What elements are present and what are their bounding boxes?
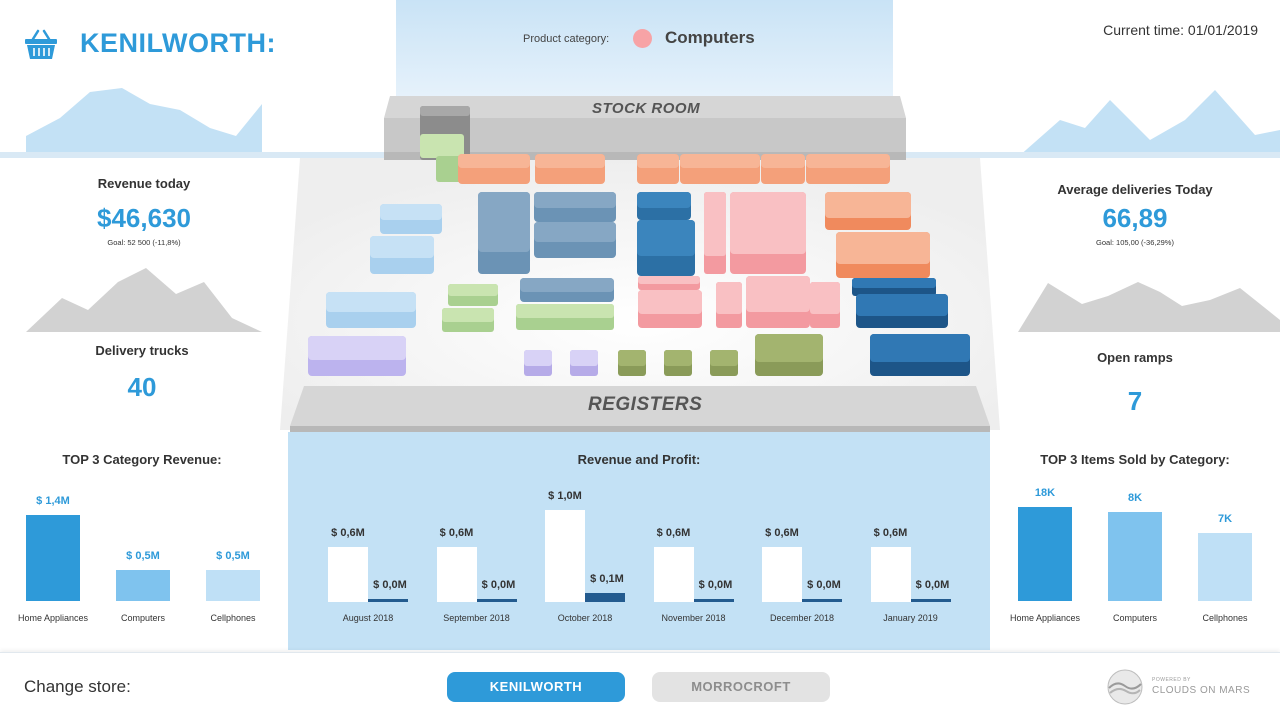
revenue-profit-title: Revenue and Profit:	[577, 452, 701, 467]
change-store-label: Change store:	[24, 677, 131, 696]
store-map	[290, 96, 990, 434]
product-category-label: Product category:	[523, 33, 610, 45]
month-label: October 2018	[557, 613, 613, 623]
shelf-small-cubes	[524, 334, 823, 376]
stockroom-wall-top	[384, 96, 906, 118]
mountain-left-top	[26, 88, 262, 157]
month-label: January 2019	[883, 613, 938, 623]
profit-bar	[585, 593, 625, 602]
profit-bar	[476, 599, 517, 602]
mountain-right-top	[1018, 90, 1280, 157]
bar	[1198, 533, 1252, 601]
revenue-value-label: $ 0,6M	[439, 527, 474, 539]
powered-by-small: POWERED BY	[1152, 677, 1191, 683]
store-title: KENILWORTH:	[80, 28, 276, 58]
registers-counter	[290, 386, 990, 426]
shelf-darkblue-right	[852, 278, 970, 376]
revenue-bar	[762, 547, 802, 602]
revenue-bar	[545, 510, 585, 602]
store-button-kenilworth[interactable]: KENILWORTH	[447, 672, 625, 702]
avg-deliveries-value: 66,89	[1102, 203, 1168, 233]
product-category-value[interactable]: Computers	[665, 28, 755, 47]
top3-revenue-title: TOP 3 Category Revenue:	[62, 452, 222, 467]
month-label: August 2018	[342, 613, 394, 623]
delivery-trucks-value: 40	[127, 372, 157, 402]
revenue-today-value: $46,630	[97, 203, 191, 233]
footer-bar	[0, 652, 1280, 720]
shelf-salmon-right	[825, 192, 930, 278]
revenue-bar	[870, 547, 911, 602]
shelf-pink	[638, 192, 840, 328]
open-ramps-value: 7	[1127, 386, 1143, 416]
revenue-value-label: $ 0,6M	[873, 527, 908, 539]
bar-category-label: Computers	[1112, 613, 1157, 623]
profit-value-label: $ 0,1M	[590, 573, 624, 585]
bar	[116, 570, 170, 601]
revenue-bar	[436, 547, 477, 602]
bar	[1108, 512, 1162, 601]
profit-bar	[368, 599, 408, 602]
profit-bar	[910, 599, 951, 602]
profit-bar	[693, 599, 734, 602]
bar-category-label: Home Appliances	[1009, 613, 1081, 623]
profit-value-label: $ 0,0M	[807, 579, 841, 591]
revenue-value-label: $ 0,6M	[656, 527, 691, 539]
shelf-lightblue-left	[326, 204, 442, 328]
bar-category-label: Computers	[120, 613, 165, 623]
shelf-green-middle	[442, 284, 614, 332]
category-color-dot	[633, 29, 652, 48]
shelf-salmon-top	[458, 154, 890, 184]
bar-value-label: 7K	[1217, 513, 1233, 525]
bar-value-label: 8K	[1127, 492, 1143, 504]
revenue-bar	[328, 547, 368, 602]
revenue-value-label: $ 0,6M	[765, 527, 799, 539]
shelf-blue-center	[637, 192, 695, 276]
bar-value-label: $ 0,5M	[216, 550, 250, 562]
registers-label: REGISTERS	[588, 394, 703, 415]
delivery-trucks-label: Delivery trucks	[95, 343, 189, 358]
powered-by-logo: POWERED BY CLOUDS ON MARS	[1105, 668, 1255, 706]
revenue-goal: Goal: 52 500 (-11,8%)	[107, 238, 181, 247]
month-label: December 2018	[769, 613, 835, 623]
bar-value-label: $ 1,4M	[36, 495, 70, 507]
month-label: September 2018	[443, 613, 510, 623]
bar-value-label: 18K	[1034, 487, 1056, 499]
open-ramps-label: Open ramps	[1097, 350, 1173, 365]
powered-by-brand: CLOUDS ON MARS	[1152, 685, 1251, 696]
bar	[1018, 507, 1072, 601]
profit-value-label: $ 0,0M	[698, 579, 733, 591]
store-button-morrocroft[interactable]: MORROCROFT	[652, 672, 830, 702]
mountain-left-grey	[26, 268, 262, 332]
revenue-profit-panel	[288, 432, 990, 650]
stockroom-light	[396, 0, 893, 100]
profit-value-label: $ 0,0M	[373, 579, 407, 591]
revenue-today-label: Revenue today	[97, 176, 191, 191]
bar-category-label: Cellphones	[1202, 613, 1248, 623]
revenue-value-label: $ 1,0M	[548, 490, 582, 502]
shelf-green-l	[420, 134, 464, 158]
month-label: November 2018	[661, 613, 726, 623]
bar-value-label: $ 0,5M	[126, 550, 160, 562]
bar-category-label: Home Appliances	[17, 613, 89, 623]
shelf-steelblue	[478, 192, 616, 302]
revenue-bar	[653, 547, 694, 602]
avg-deliveries-label: Average deliveries Today	[1057, 182, 1213, 197]
clouds-on-mars-icon	[1107, 669, 1143, 705]
bar	[26, 515, 80, 601]
mountain-right-grey	[1018, 282, 1280, 332]
profit-value-label: $ 0,0M	[915, 579, 950, 591]
profit-bar	[802, 599, 842, 602]
current-time: Current time: 01/01/2019	[1103, 22, 1258, 38]
stockroom-label: STOCK ROOM	[592, 100, 701, 117]
bar-category-label: Cellphones	[210, 613, 256, 623]
basket-icon	[25, 29, 57, 59]
deliveries-goal: Goal: 105,00 (-36,29%)	[1096, 238, 1174, 247]
top3-items-title: TOP 3 Items Sold by Category:	[1040, 452, 1230, 467]
bar	[206, 570, 260, 601]
revenue-value-label: $ 0,6M	[331, 527, 365, 539]
profit-value-label: $ 0,0M	[481, 579, 516, 591]
